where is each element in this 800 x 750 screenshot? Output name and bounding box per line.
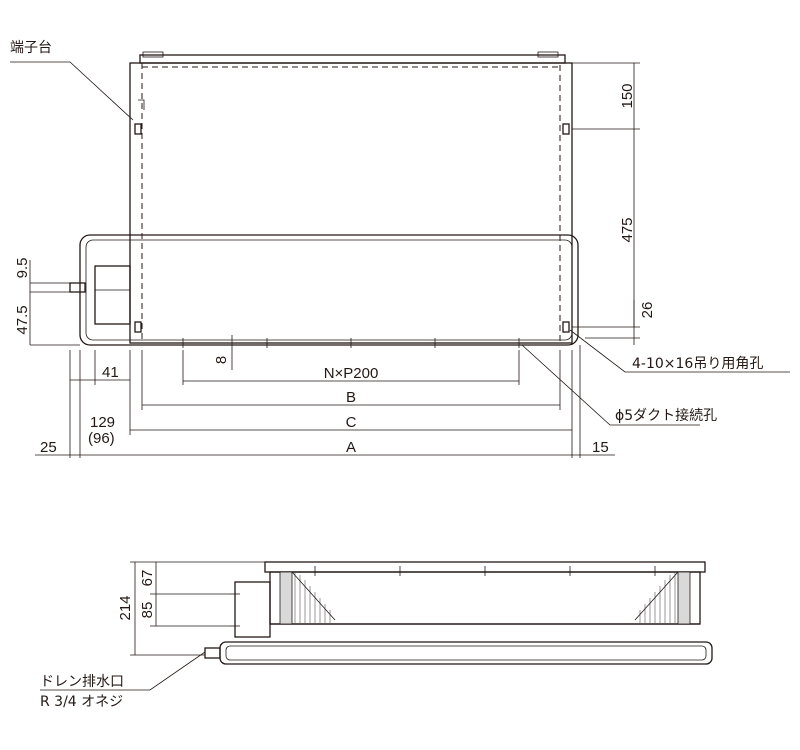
dim-41: 41 — [102, 364, 119, 381]
dim-214: 214 — [117, 595, 134, 620]
dim-a: A — [346, 439, 356, 456]
top-flange — [139, 54, 566, 64]
dim-96: (96) — [88, 430, 115, 447]
hanging-hole-br — [562, 321, 570, 333]
dim-26: 26 — [639, 302, 656, 319]
dim-85: 85 — [139, 602, 156, 619]
dim-nxp200: N×P200 — [324, 365, 379, 382]
hanging-hole-tr — [562, 123, 570, 135]
hanging-holes-label: 4-10×16吊り用角孔 — [632, 356, 763, 372]
dim-475: 475 — [619, 217, 636, 242]
leader-hanging — [569, 329, 790, 373]
side-drain-pipe — [204, 647, 221, 659]
drain-thread-label: R 3/4 オネジ — [40, 694, 123, 710]
leader-drain — [40, 651, 206, 691]
dim-b: B — [346, 389, 356, 406]
terminal-box — [94, 265, 131, 325]
inner-outline — [141, 62, 561, 344]
hanging-hole-bl — [134, 321, 142, 333]
flange-tab-left — [142, 51, 164, 58]
dim-8: 8 — [213, 356, 230, 364]
drain-pan — [79, 234, 579, 346]
coil-left — [279, 571, 336, 625]
drain-pipe — [69, 282, 86, 293]
hanging-hole-tl — [134, 123, 142, 135]
flange-tab-right — [537, 51, 559, 58]
dim-c: C — [346, 414, 357, 431]
dim-67: 67 — [139, 570, 156, 587]
dim-47-5: 47.5 — [14, 305, 31, 334]
side-terminal-box — [234, 581, 271, 638]
dim-150: 150 — [619, 83, 636, 108]
drain-outlet-label: ドレン排水口 — [40, 674, 124, 690]
side-view — [40, 561, 713, 691]
dim-129: 129 — [90, 414, 115, 431]
top-view — [10, 51, 790, 458]
dim-9-5: 9.5 — [14, 258, 31, 279]
side-drain-pan — [219, 641, 713, 665]
dim-25: 25 — [40, 439, 57, 456]
leader-duct — [521, 344, 700, 426]
unit-body — [129, 62, 573, 344]
terminal-block-label: 端子台 — [10, 40, 52, 56]
leader-terminal — [10, 61, 134, 121]
duct-holes-label: ϕ5ダクト接続孔 — [615, 407, 717, 424]
side-body — [269, 571, 701, 625]
duct-holes — [178, 338, 524, 348]
coil-right — [634, 571, 691, 625]
dim-15: 15 — [592, 439, 609, 456]
